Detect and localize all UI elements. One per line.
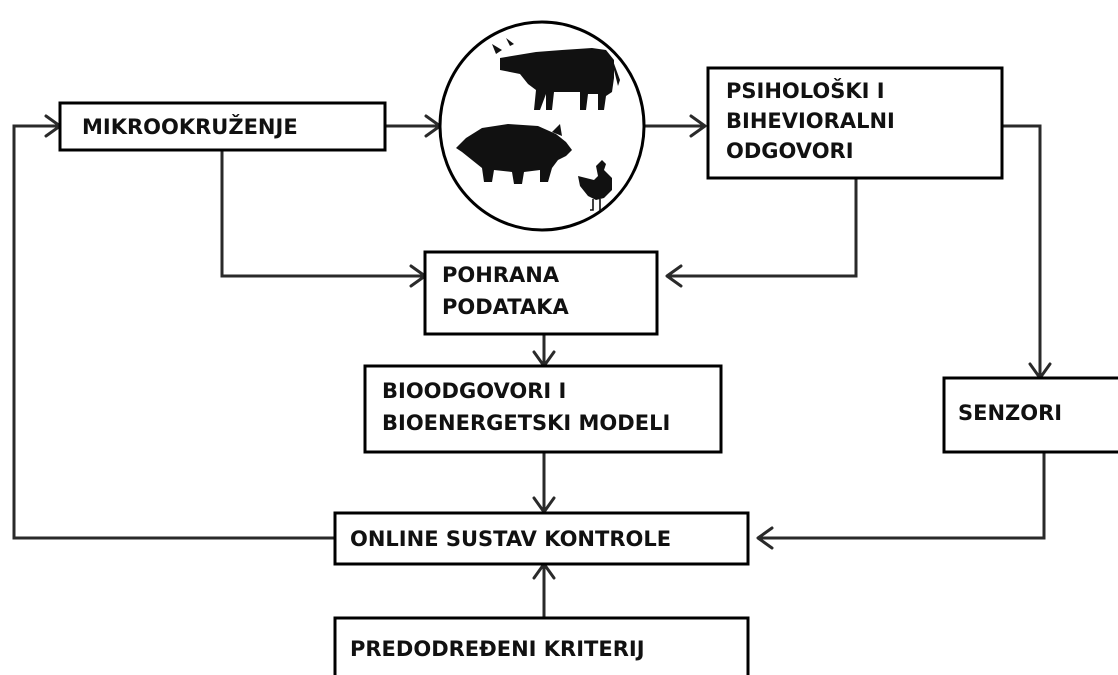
node-psiholoski-label-1: PSIHOLOŠKI I — [726, 78, 885, 103]
edge-mikrookruzenje-to-pohrana — [220, 150, 425, 278]
node-bioodgovori: BIOODGOVORI I BIOENERGETSKI MODELI — [363, 364, 723, 454]
edge-psiholoski-to-senzori — [1002, 124, 1042, 378]
edge-psiholoski-to-pohrana — [667, 178, 858, 278]
node-psiholoski: PSIHOLOŠKI I BIHEVIORALNI ODGOVORI — [706, 66, 1004, 180]
node-mikrookruzenje-label: MIKROOKRUŽENJE — [82, 114, 298, 139]
node-online-label: ONLINE SUSTAV KONTROLE — [350, 527, 671, 551]
node-animals — [438, 20, 646, 232]
node-pohrana-label-2: PODATAKA — [442, 295, 570, 319]
node-predodredeni: PREDODREĐENI KRITERIJ — [333, 616, 750, 675]
cow-icon — [492, 38, 620, 110]
node-pohrana-label-1: POHRANA — [442, 263, 560, 287]
node-pohrana: POHRANA PODATAKA — [423, 250, 659, 336]
node-mikrookruzenje: MIKROOKRUŽENJE — [58, 101, 387, 152]
edge-online-to-mikrookruzenje — [12, 124, 335, 540]
node-predodredeni-label: PREDODREĐENI KRITERIJ — [350, 637, 645, 661]
edge-senzori-to-online — [758, 452, 1046, 540]
node-bioodgovori-label-1: BIOODGOVORI I — [382, 379, 566, 403]
node-online: ONLINE SUSTAV KONTROLE — [333, 511, 750, 566]
node-psiholoski-label-2: BIHEVIORALNI — [726, 109, 895, 133]
arrowhead-into-online-right — [756, 526, 774, 550]
chicken-icon — [578, 160, 612, 211]
arrowhead-into-pohrana-right — [665, 264, 683, 288]
arrowhead-into-psiholoski — [689, 114, 707, 138]
node-bioodgovori-label-2: BIOENERGETSKI MODELI — [382, 411, 670, 435]
pig-icon — [456, 124, 572, 184]
node-senzori-label: SENZORI — [958, 401, 1062, 425]
node-senzori: SENZORI — [942, 376, 1118, 454]
node-psiholoski-label-3: ODGOVORI — [726, 139, 854, 163]
